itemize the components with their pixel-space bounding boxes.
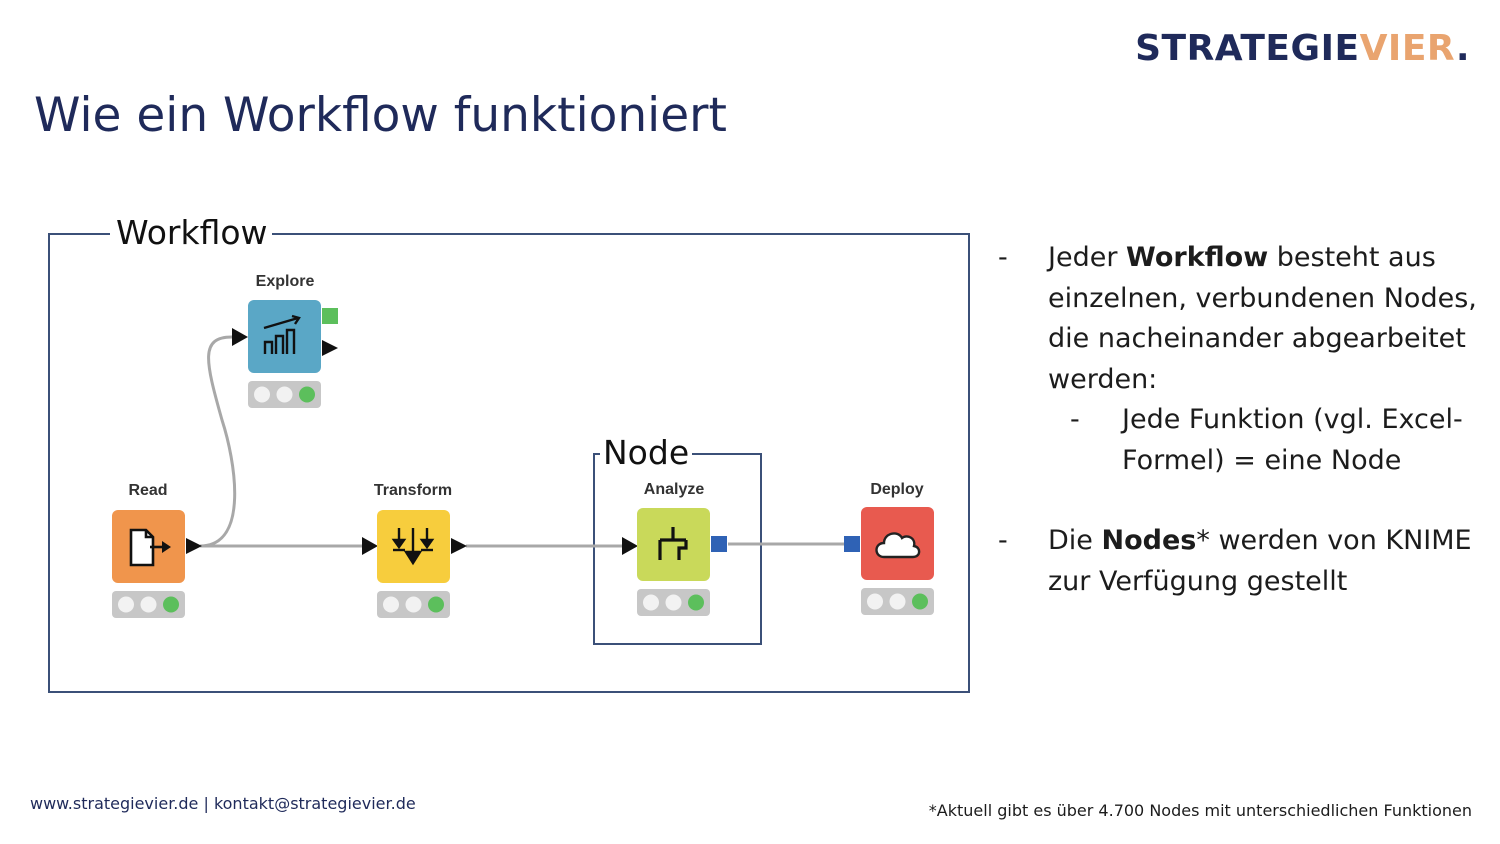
arrow-explore-in xyxy=(232,328,248,346)
bullet-item-workflow: - Jeder Workflow besteht aus einzelnen, … xyxy=(998,238,1478,400)
workflow-frame xyxy=(48,233,970,693)
brand-logo: STRATEGIEVIER. xyxy=(1135,28,1470,69)
bullet-dash: - xyxy=(1070,404,1080,435)
bullet-dash: - xyxy=(998,242,1008,273)
footer-contact: www.strategievier.de | kontakt@strategie… xyxy=(30,794,416,813)
status-indicator-deploy xyxy=(861,588,934,615)
bullet-item-nodes: - Die Nodes* werden von KNIME zur Verfüg… xyxy=(998,521,1478,602)
output-port-explore-data xyxy=(322,308,338,324)
output-port-read xyxy=(186,538,202,554)
node-frame-label: Node xyxy=(603,433,689,472)
status-indicator-transform xyxy=(377,591,450,618)
bullet-text: Jede Funktion (vgl. Excel-Formel) = eine… xyxy=(1122,404,1463,476)
bullet-text: Die Nodes* werden von KNIME zur Verfügun… xyxy=(1048,525,1472,597)
footer-footnote: *Aktuell gibt es über 4.700 Nodes mit un… xyxy=(928,801,1472,820)
connection-read-explore xyxy=(199,335,237,548)
node-label-explore: Explore xyxy=(256,273,315,290)
status-indicator-read xyxy=(112,591,185,618)
node-frame xyxy=(593,453,762,645)
transform-icon xyxy=(391,528,435,566)
status-indicator-analyze xyxy=(637,589,710,616)
workflow-frame-label: Workflow xyxy=(116,213,268,252)
node-label-deploy: Deploy xyxy=(870,481,923,498)
input-port-deploy xyxy=(844,536,860,552)
node-label-transform: Transform xyxy=(374,482,452,499)
node-analyze[interactable] xyxy=(637,508,710,581)
arrow-transform-in xyxy=(362,537,378,555)
chart-icon xyxy=(263,314,301,354)
cloud-icon xyxy=(875,532,921,559)
node-label-analyze: Analyze xyxy=(644,481,705,498)
bullet-text: Jeder Workflow besteht aus einzelnen, ve… xyxy=(1048,242,1477,395)
tree-icon xyxy=(658,527,688,560)
bullet-list: - Jeder Workflow besteht aus einzelnen, … xyxy=(998,238,1478,602)
output-port-explore xyxy=(322,340,338,356)
bullet-dash: - xyxy=(998,525,1008,556)
page-title: Wie ein Workflow funktioniert xyxy=(34,88,727,143)
file-read-icon xyxy=(129,528,171,567)
node-label-read: Read xyxy=(128,482,167,499)
arrow-analyze-in xyxy=(622,537,638,555)
output-port-analyze xyxy=(711,536,727,552)
bullet-subitem-function: - Jede Funktion (vgl. Excel-Formel) = ei… xyxy=(1070,400,1478,481)
node-explore[interactable] xyxy=(248,300,321,373)
status-indicator-explore xyxy=(248,381,321,408)
output-port-transform xyxy=(451,538,467,554)
